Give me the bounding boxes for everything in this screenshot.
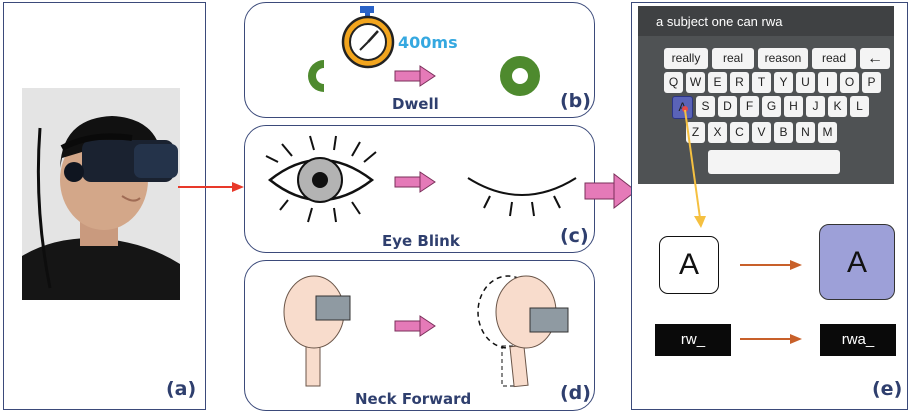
suggestion-read[interactable]: read: [812, 48, 856, 69]
key-b[interactable]: B: [774, 122, 793, 143]
suggestion-reason[interactable]: reason: [758, 48, 808, 69]
open-eye-icon: [265, 135, 377, 223]
key-k[interactable]: K: [828, 96, 847, 117]
key-n[interactable]: N: [796, 122, 815, 143]
partial-ring-icon: [308, 60, 324, 92]
typed-text-bar: [638, 6, 894, 36]
key-t[interactable]: T: [752, 72, 771, 93]
panel-b-label: (b): [560, 90, 591, 112]
key-h[interactable]: H: [784, 96, 803, 117]
panel-c-caption: Eye Blink: [382, 232, 460, 250]
key-q[interactable]: Q: [664, 72, 683, 93]
backspace-key[interactable]: ←: [860, 48, 890, 69]
stopwatch-icon: [341, 6, 395, 69]
connector-line: [682, 106, 706, 228]
key-o[interactable]: O: [840, 72, 859, 93]
key-c[interactable]: C: [730, 122, 749, 143]
orange-arrow-icon: [740, 260, 802, 270]
arrow-right-icon: [178, 182, 244, 192]
key-s[interactable]: S: [696, 96, 715, 117]
virtual-keyboard: a subject one can rwa really real reason…: [638, 6, 894, 184]
key-p[interactable]: P: [862, 72, 881, 93]
text-after: rwa_: [820, 324, 896, 356]
key-x[interactable]: X: [708, 122, 727, 143]
key-i[interactable]: I: [818, 72, 837, 93]
full-ring-icon: [500, 56, 540, 96]
vr-user-photo: [22, 88, 180, 300]
key-g[interactable]: G: [762, 96, 781, 117]
key-v[interactable]: V: [752, 122, 771, 143]
panel-d-caption: Neck Forward: [355, 390, 472, 408]
closed-eye-icon: [467, 177, 577, 217]
key-l[interactable]: L: [850, 96, 869, 117]
key-r[interactable]: R: [730, 72, 749, 93]
panel-b: [244, 2, 595, 118]
suggestion-real[interactable]: real: [712, 48, 754, 69]
space-key[interactable]: [708, 150, 840, 174]
key-d[interactable]: D: [718, 96, 737, 117]
suggestion-really[interactable]: really: [664, 48, 708, 69]
key-j[interactable]: J: [806, 96, 825, 117]
panel-c-label: (c): [560, 225, 589, 247]
key-u[interactable]: U: [796, 72, 815, 93]
panel-a-label: (a): [166, 378, 197, 400]
pink-arrow-icon: [394, 315, 436, 337]
pink-arrow-icon: [584, 172, 637, 210]
head-forward-icon: [477, 275, 569, 388]
head-upright-icon: [283, 275, 351, 387]
orange-arrow-icon: [740, 334, 802, 344]
panel-e-label: (e): [872, 378, 903, 400]
typed-text: a subject one can rwa: [656, 14, 783, 29]
panel-b-caption: Dwell: [392, 95, 439, 113]
pink-arrow-icon: [394, 65, 436, 87]
key-f[interactable]: F: [740, 96, 759, 117]
panel-d-label: (d): [560, 382, 591, 404]
key-z[interactable]: Z: [686, 122, 705, 143]
key-before: A: [659, 236, 719, 294]
text-before: rw_: [655, 324, 731, 356]
key-y[interactable]: Y: [774, 72, 793, 93]
key-w[interactable]: W: [686, 72, 705, 93]
pink-arrow-icon: [394, 171, 436, 193]
key-e[interactable]: E: [708, 72, 727, 93]
key-m[interactable]: M: [818, 122, 837, 143]
timer-label: 400ms: [398, 33, 458, 52]
key-after: A: [819, 224, 895, 300]
